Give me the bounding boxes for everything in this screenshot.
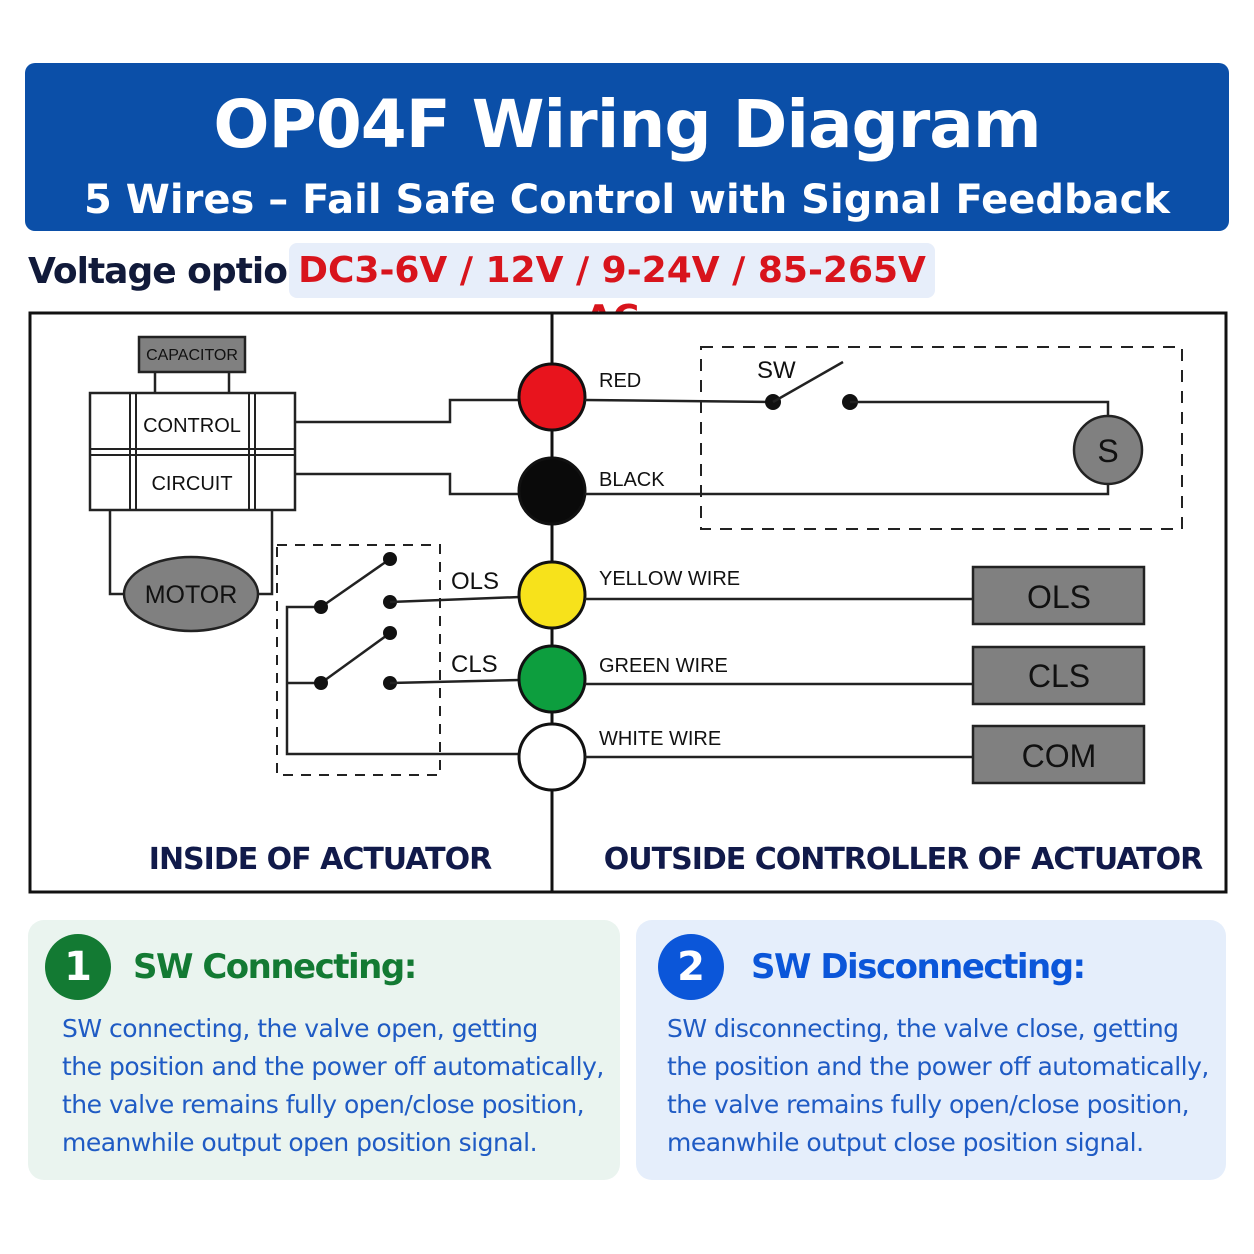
ols-upper-dot	[383, 552, 397, 566]
com-output-box	[971, 724, 1146, 785]
ols-switch-lever	[320, 557, 391, 609]
white-wire-terminal	[517, 722, 587, 792]
wire-ols-to-yellow	[389, 595, 521, 604]
motor-label: MOTOR	[145, 581, 238, 609]
card-body: SW disconnecting, the valve close, getti…	[667, 1010, 1217, 1162]
ols-pivot-dot	[314, 600, 328, 614]
com-output-label: COM	[1022, 738, 1097, 774]
wire-black-to-s	[585, 484, 1110, 496]
motor-wire-left	[108, 510, 124, 596]
ols-output-box	[971, 565, 1146, 626]
circuit-label: CIRCUIT	[151, 473, 232, 495]
control-circuit-box	[88, 391, 297, 512]
card-sw-disconnecting: 2 SW Disconnecting: SW disconnecting, th…	[636, 920, 1226, 1180]
wire-sw-to-s	[850, 400, 1110, 416]
cls-switch-lever	[320, 631, 391, 685]
cls-pivot-dot	[314, 676, 328, 690]
capacitor-box	[137, 335, 247, 374]
card-line: meanwhile output open position signal.	[62, 1128, 538, 1157]
step-number-badge: 1	[45, 934, 111, 1000]
step-number-badge: 2	[658, 934, 724, 1000]
wire-common-to-white	[285, 605, 520, 756]
sw-label: SW	[757, 357, 796, 384]
voltage-value: DC3-6V / 12V / 9-24V / 85-265V AC	[298, 250, 926, 339]
cls-output-label: CLS	[1028, 658, 1090, 694]
card-line: SW connecting, the valve open, getting	[62, 1014, 538, 1043]
page-title: OP04F Wiring Diagram	[213, 86, 1041, 163]
wiring-diagram: CAPACITOR CONTROL CIRCUIT MOTOR OLS CLS …	[28, 311, 1228, 894]
green-wire-label: GREEN WIRE	[599, 655, 728, 677]
red-wire-label: RED	[599, 370, 641, 392]
card-line: the valve remains fully open/close posit…	[62, 1090, 585, 1119]
green-wire-terminal	[517, 644, 587, 714]
yellow-wire-terminal	[517, 560, 587, 630]
card-title: SW Connecting:	[133, 947, 417, 987]
capacitor-label: CAPACITOR	[146, 347, 238, 364]
cls-upper-dot	[383, 626, 397, 640]
wire-circuit-to-black	[295, 472, 520, 496]
page-subtitle: 5 Wires – Fail Safe Control with Signal …	[84, 177, 1170, 223]
limit-switch-box	[276, 544, 441, 776]
card-body: SW connecting, the valve open, getting t…	[62, 1010, 612, 1162]
black-wire-label: BLACK	[599, 469, 665, 491]
white-wire-label: WHITE WIRE	[599, 728, 721, 750]
card-line: SW disconnecting, the valve close, getti…	[667, 1014, 1179, 1043]
wire-control-to-red	[295, 398, 520, 424]
cls-output-box	[971, 645, 1146, 706]
sw-controller-box	[700, 346, 1183, 530]
sw-lever	[772, 360, 844, 404]
ols-switch-label: OLS	[451, 568, 499, 595]
motor-ellipse	[122, 555, 260, 633]
voltage-box: DC3-6V / 12V / 9-24V / 85-265V AC	[289, 243, 935, 339]
card-line: meanwhile output close position signal.	[667, 1128, 1144, 1157]
ols-output-label: OLS	[1027, 579, 1091, 615]
wire-cls-to-green	[389, 678, 521, 685]
yellow-wire-label: YELLOW WIRE	[599, 568, 740, 590]
voltage-label: Voltage option:	[28, 251, 326, 292]
red-wire-terminal	[517, 362, 587, 432]
outside-section-label: OUTSIDE CONTROLLER OF ACTUATOR	[604, 842, 1203, 877]
header-banner: OP04F Wiring Diagram 5 Wires – Fail Safe…	[25, 63, 1229, 231]
control-label: CONTROL	[143, 415, 241, 437]
cls-switch-label: CLS	[451, 651, 498, 678]
card-line: the position and the power off automatic…	[667, 1052, 1209, 1081]
inside-section-label: INSIDE OF ACTUATOR	[149, 842, 492, 877]
motor-wire-right	[258, 510, 274, 596]
black-wire-terminal	[517, 456, 587, 526]
card-line: the valve remains fully open/close posit…	[667, 1090, 1190, 1119]
card-title: SW Disconnecting:	[751, 947, 1086, 987]
card-sw-connecting: 1 SW Connecting: SW connecting, the valv…	[28, 920, 620, 1180]
s-load-label: S	[1097, 433, 1118, 469]
wire-red-to-sw	[584, 398, 774, 404]
card-line: the position and the power off automatic…	[62, 1052, 604, 1081]
